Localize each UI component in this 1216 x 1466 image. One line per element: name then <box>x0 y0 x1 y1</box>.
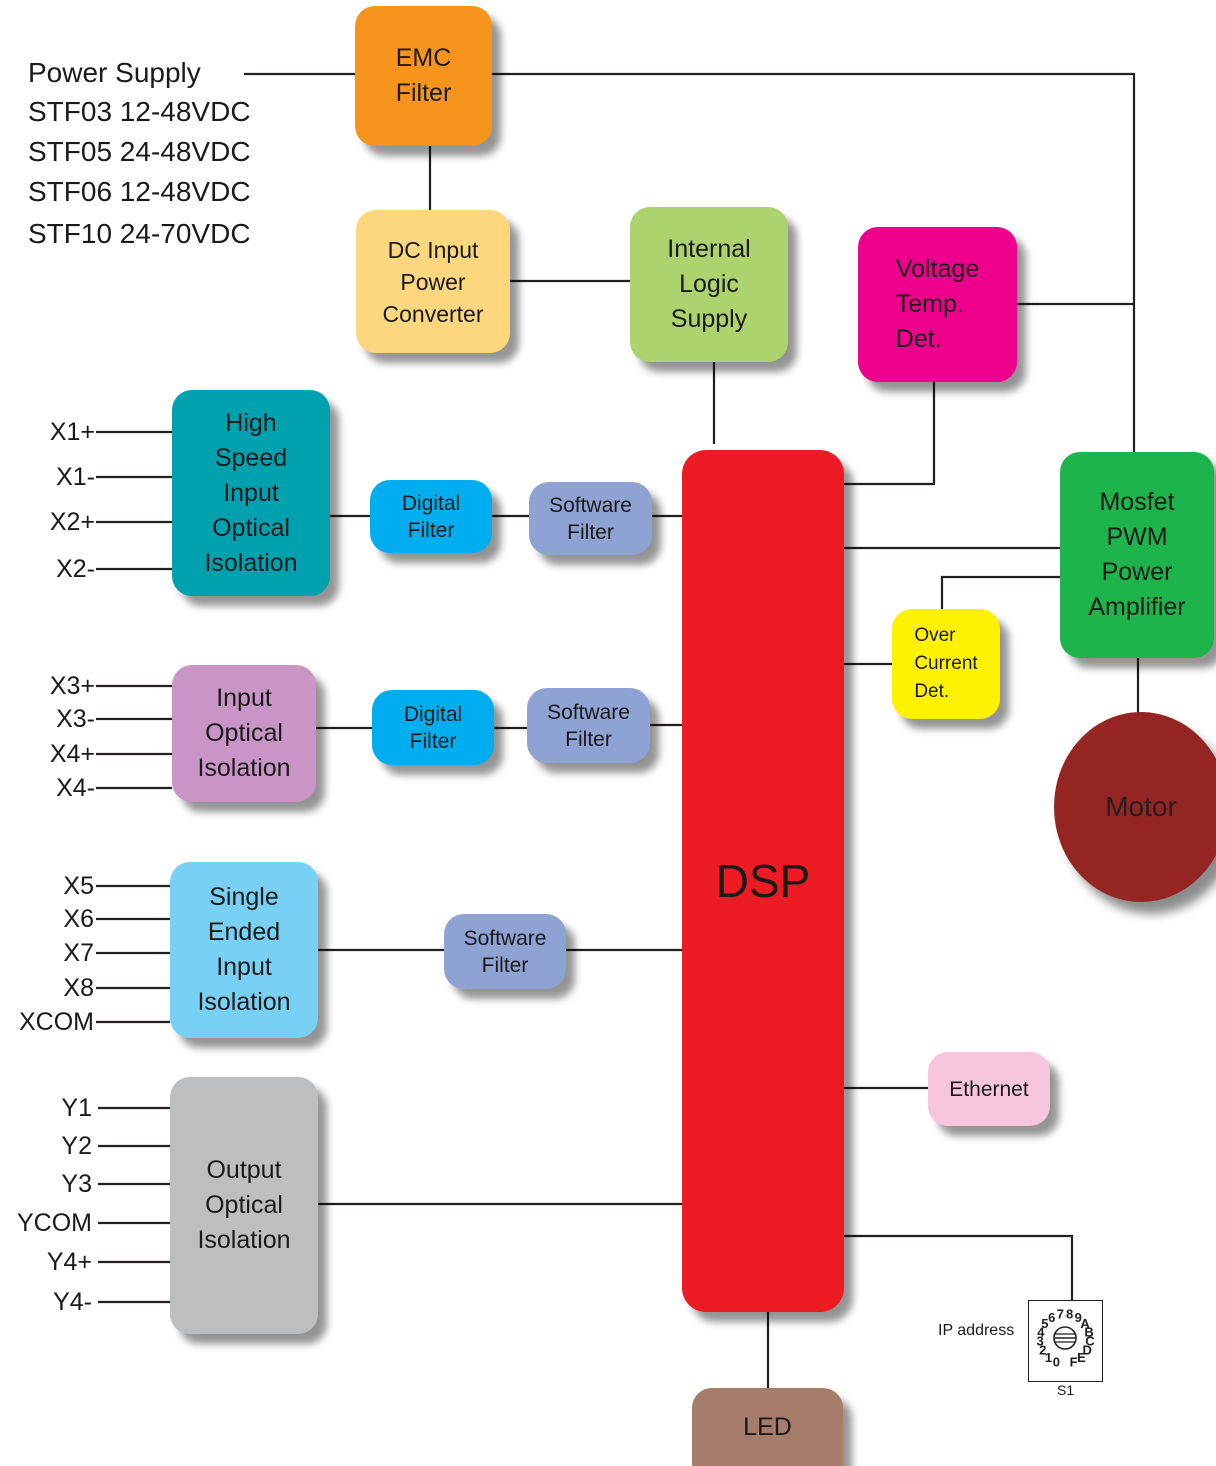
pin-label: X4+ <box>49 740 95 768</box>
dc-converter-block: DC Input Power Converter <box>356 210 510 353</box>
power-supply-title: Power Supply <box>28 57 201 88</box>
wire-voltage-dsp <box>844 382 936 486</box>
wire-dsp-ipswitch <box>844 1234 1074 1300</box>
dsp-block: DSP <box>682 450 844 1312</box>
voltage-temp-block: Voltage Temp. Det. <box>858 227 1017 382</box>
pin-leads-output <box>98 1106 170 1304</box>
switch-digit: D <box>1083 1343 1092 1358</box>
mosfet-amplifier-block: Mosfet PWM Power Amplifier <box>1060 452 1214 658</box>
pin-label: X6 <box>63 905 94 933</box>
switch-digit: 9 <box>1075 1310 1082 1325</box>
switch-designator: S1 <box>1057 1382 1075 1398</box>
pin-label: X8 <box>63 974 94 1002</box>
power-supply-model: STF10 24-70VDC <box>28 218 251 249</box>
digital-filter-label: Digital Filter <box>401 491 461 542</box>
ethernet-label: Ethernet <box>949 1077 1029 1101</box>
pin-label: Y2 <box>61 1132 92 1160</box>
pin-label: X4- <box>56 774 95 802</box>
voltage-temp-label: Voltage Temp. Det. <box>895 255 980 353</box>
switch-digit: 3 <box>1036 1334 1043 1349</box>
emc-filter-block: EMC Filter <box>355 6 492 146</box>
software-filter-block: Software Filter <box>444 914 566 989</box>
ethernet-block: Ethernet <box>928 1052 1050 1126</box>
digital-filter-block: Digital Filter <box>370 480 492 553</box>
pin-label: Y4+ <box>46 1248 92 1276</box>
switch-digit: E <box>1077 1350 1086 1365</box>
dsp-label: DSP <box>715 855 811 907</box>
switch-digit: 5 <box>1041 1316 1048 1331</box>
power-supply-model: STF06 12-48VDC <box>28 176 251 207</box>
switch-digit: C <box>1085 1334 1095 1349</box>
software-filter-label: Software Filter <box>547 700 630 751</box>
pin-label: XCOM <box>19 1008 94 1036</box>
switch-digit: 7 <box>1057 1306 1064 1321</box>
pin-label: X3- <box>56 705 95 733</box>
pin-label: X3+ <box>49 672 95 700</box>
pin-label: X7 <box>63 939 94 967</box>
software-filter-block: Software Filter <box>529 482 652 555</box>
switch-digit: A <box>1080 1316 1090 1331</box>
led-label: LED <box>743 1412 792 1441</box>
power-supply-model: STF05 24-48VDC <box>28 136 251 167</box>
switch-digit: 0 <box>1053 1355 1060 1370</box>
pin-label: YCOM <box>17 1209 92 1237</box>
high-speed-isolation-block: High Speed Input Optical Isolation <box>172 390 330 596</box>
single-ended-isolation-label: Single Ended Input Isolation <box>197 883 291 1016</box>
logic-supply-label: Internal Logic Supply <box>667 235 751 333</box>
input-isolation-block: Input Optical Isolation <box>172 665 316 802</box>
pin-leads-high-speed <box>96 430 172 571</box>
high-speed-isolation-label: High Speed Input Optical Isolation <box>204 408 298 577</box>
switch-digit: 2 <box>1039 1343 1046 1358</box>
logic-supply-block: Internal Logic Supply <box>630 207 788 362</box>
digital-filter-block: Digital Filter <box>372 690 494 765</box>
switch-digit: 6 <box>1048 1310 1055 1325</box>
over-current-block: Over Current Det. <box>892 609 1000 719</box>
pin-leads-input <box>96 684 172 790</box>
digital-filter-label: Digital Filter <box>403 702 463 753</box>
pin-label: Y3 <box>61 1170 92 1198</box>
single-ended-isolation-block: Single Ended Input Isolation <box>170 862 318 1038</box>
pin-label: X2+ <box>49 508 95 536</box>
ip-address-label: IP address <box>938 1322 1015 1339</box>
switch-digit: 4 <box>1037 1324 1045 1339</box>
input-isolation-label: Input Optical Isolation <box>197 684 291 782</box>
pin-label: Y1 <box>61 1094 92 1122</box>
dc-converter-label: DC Input Power Converter <box>382 236 484 327</box>
wire-mosfet-overcurrent <box>940 575 1060 609</box>
switch-digit: 1 <box>1045 1350 1052 1365</box>
emc-filter-label: EMC Filter <box>395 44 452 107</box>
software-filter-label: Software Filter <box>463 926 547 977</box>
mosfet-amplifier-label: Mosfet PWM Power Amplifier <box>1088 488 1186 621</box>
pin-leads-single-ended <box>96 884 170 1024</box>
motor-circle: Motor <box>1054 712 1216 902</box>
software-filter-label: Software Filter <box>549 493 632 544</box>
wire-emc-bus <box>492 72 1136 452</box>
pin-label: X1+ <box>49 418 95 446</box>
over-current-label: Over Current Det. <box>914 625 978 702</box>
pin-label: X5 <box>63 872 94 900</box>
power-supply-model: STF03 12-48VDC <box>28 96 251 127</box>
output-isolation-label: Output Optical Isolation <box>197 1156 291 1254</box>
software-filter-block: Software Filter <box>527 688 650 763</box>
switch-digit: B <box>1084 1324 1093 1339</box>
motor-label: Motor <box>1105 791 1177 822</box>
pin-label: X2- <box>56 555 95 583</box>
switch-digit: 8 <box>1066 1306 1073 1321</box>
led-block: LED <box>692 1388 843 1466</box>
pin-label: Y4- <box>53 1288 92 1316</box>
switch-digit: F <box>1070 1355 1078 1370</box>
pin-label: X1- <box>56 463 95 491</box>
output-isolation-block: Output Optical Isolation <box>170 1077 318 1334</box>
